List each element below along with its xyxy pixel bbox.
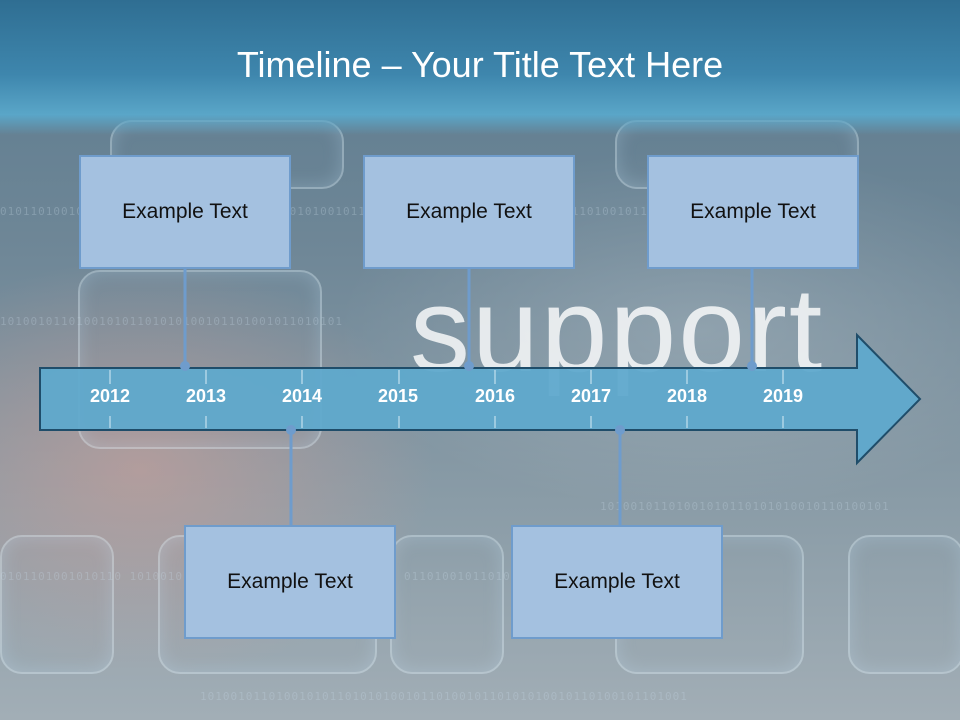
- connector-dot: [464, 361, 474, 371]
- year-ticks: [109, 370, 784, 428]
- connector-dot: [615, 425, 625, 435]
- timeline-arrow: [39, 332, 922, 466]
- bg-key: [0, 535, 114, 674]
- year-label: 2015: [377, 386, 419, 406]
- event-box-bottom[interactable]: Example Text: [511, 525, 723, 639]
- year-label: 2018: [666, 386, 708, 406]
- bg-binary: 1010010110100101011010101001011010010110…: [0, 315, 344, 328]
- connector-dot: [286, 425, 296, 435]
- bg-key: [78, 270, 322, 449]
- year-label: 2016: [474, 386, 516, 406]
- year-label: 2014: [281, 386, 323, 406]
- year-label: 2013: [185, 386, 227, 406]
- bg-binary: 1010010110100101011010101001011010010110…: [200, 690, 688, 703]
- bg-key: [848, 535, 960, 674]
- connector-dot: [180, 361, 190, 371]
- year-label: 2017: [570, 386, 612, 406]
- year-label: 2019: [762, 386, 804, 406]
- connector-dot: [747, 361, 757, 371]
- connector-lines: [183, 268, 754, 527]
- year-label: 2012: [89, 386, 131, 406]
- title-band: [0, 0, 960, 135]
- event-box-bottom[interactable]: Example Text: [184, 525, 396, 639]
- event-box-top[interactable]: Example Text: [647, 155, 859, 269]
- bg-binary: 10100101101001010110101010010110100101: [600, 500, 890, 513]
- connector-dots: [180, 361, 757, 435]
- event-box-top[interactable]: Example Text: [79, 155, 291, 269]
- slide-title: Timeline – Your Title Text Here: [236, 44, 724, 85]
- event-box-top[interactable]: Example Text: [363, 155, 575, 269]
